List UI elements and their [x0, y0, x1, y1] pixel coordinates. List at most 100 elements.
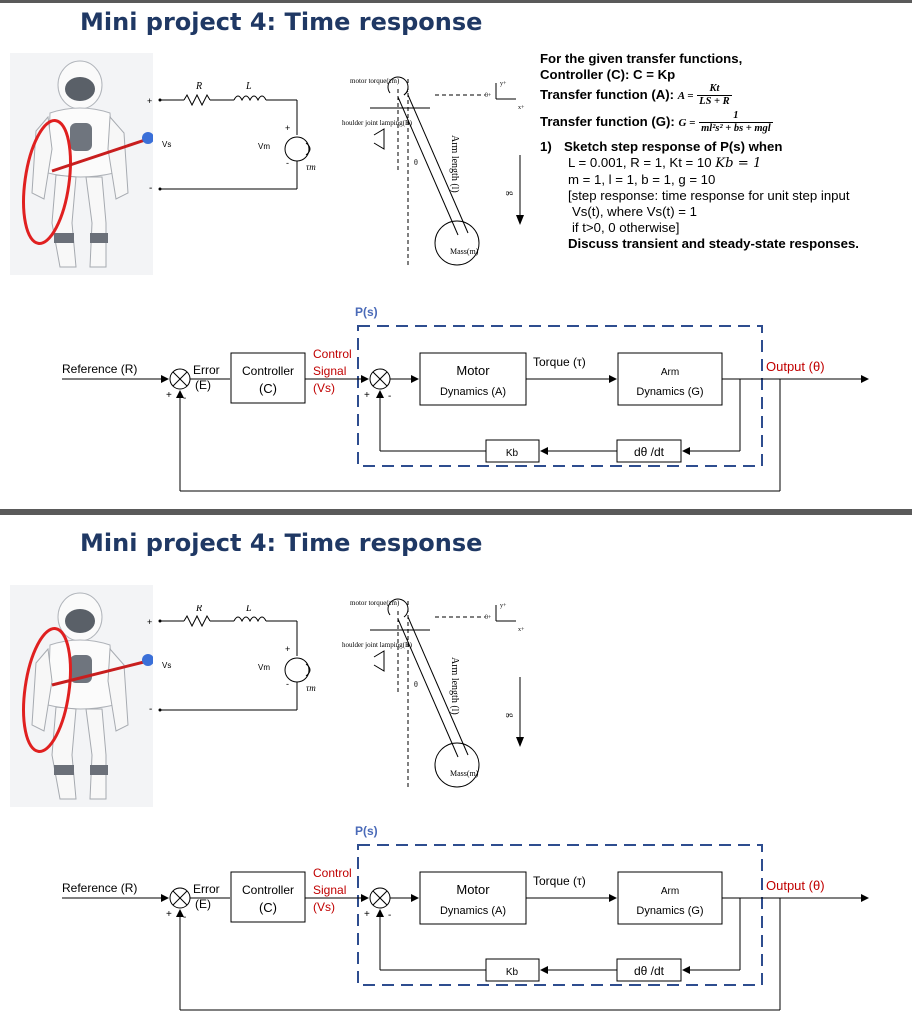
motor-torque-label: motor torque(τm): [350, 599, 400, 607]
controller-label-2: (C): [259, 900, 277, 915]
kb-label: Kb: [506, 448, 519, 459]
arm-length-label: Arm length (l): [449, 135, 460, 193]
output-label: Output (θ): [766, 878, 825, 893]
tf-g-lhs: G =: [678, 116, 696, 129]
theta-plus-label: θ+: [485, 615, 492, 621]
sum1-minus: -: [183, 912, 186, 923]
motor-block: [419, 871, 527, 925]
sum2-plus: +: [364, 390, 370, 401]
minus-sign: -: [149, 183, 152, 194]
tf-a-label: Transfer function (A):: [540, 86, 675, 102]
slide-title: Mini project 4: Time response: [80, 8, 483, 36]
arm-label-2: Dynamics (G): [636, 905, 703, 917]
controller-label: Controller: [242, 883, 294, 897]
problem-statement: For the given transfer functions, Contro…: [540, 51, 910, 252]
kb-label: Kb: [506, 967, 519, 978]
robot-image: [10, 585, 153, 807]
mass-label: Mass(m): [450, 769, 479, 778]
sum2-minus: -: [388, 910, 391, 921]
arm-diagram: motor torque(τm) houlder joint lamping(B…: [342, 76, 525, 266]
tau-m-label: τm: [306, 162, 316, 172]
torque-label: Torque (τ): [533, 874, 586, 888]
vs-label: Vs: [162, 140, 171, 149]
arm-diagram: motor torque(τm) houlder joint lamping(B…: [342, 598, 525, 788]
slide-1: Mini project 4: Time response: [0, 0, 912, 509]
block-diagram: P(s) Reference (R) + - Error (E) Control…: [62, 305, 869, 492]
x-plus-label: x+: [518, 105, 525, 111]
param-line4: Vs(t), where Vs(t) = 1: [572, 204, 697, 219]
plus-sign: +: [147, 96, 152, 106]
y-plus-label: y+: [500, 603, 507, 609]
derivative-label: dθ /dt: [634, 445, 665, 459]
error-label: Error: [193, 882, 220, 896]
question-number: 1): [540, 139, 552, 154]
arm-length-label: Arm length (l): [449, 657, 460, 715]
control-signal-label: Control: [313, 866, 352, 880]
control-signal-label: Control: [313, 347, 352, 361]
arm-block: [617, 352, 723, 406]
controller-label: Controller: [242, 364, 294, 378]
arm-block: [617, 871, 723, 925]
motor-label: Motor: [456, 882, 490, 897]
plus-sign: +: [147, 617, 152, 627]
control-signal-label-2: Signal: [313, 364, 346, 378]
theta-label: θ: [414, 158, 418, 167]
error-label-2: (E): [195, 897, 211, 911]
motor-minus: -: [286, 679, 289, 689]
sum1-plus: +: [166, 390, 172, 401]
tf-g-label: Transfer function (G):: [540, 113, 675, 129]
question-text: Sketch step response of P(s) when: [564, 139, 783, 154]
motor-circuit: R L + - Vs Vm + - τm: [147, 605, 316, 715]
controller-block: [230, 871, 306, 923]
vm-label: Vm: [258, 663, 270, 672]
error-label-2: (E): [195, 378, 211, 392]
torque-label: Torque (τ): [533, 355, 586, 369]
info-line1: For the given transfer functions,: [540, 51, 743, 66]
arm-label: Arm: [661, 367, 679, 378]
motor-label-2: Dynamics (A): [440, 386, 506, 398]
y-plus-label: y+: [500, 81, 507, 87]
param-line6: Discuss transient and steady-state respo…: [568, 236, 859, 251]
inductor-label: L: [245, 605, 252, 614]
plant-dashed-box: [357, 325, 763, 467]
slide-title: Mini project 4: Time response: [80, 529, 483, 557]
motor-plus: +: [285, 644, 290, 654]
ps-label: P(s): [355, 824, 378, 838]
motor-label: Motor: [456, 363, 490, 378]
x-plus-label: x+: [518, 627, 525, 633]
control-signal-label-3: (Vs): [313, 900, 335, 914]
param-line5: if t>0, 0 otherwise]: [572, 220, 680, 235]
output-label: Output (θ): [766, 359, 825, 374]
g-label: g: [506, 191, 516, 196]
sum1-minus: -: [183, 393, 186, 404]
theta-plus-label: θ+: [485, 93, 492, 99]
resistor-label: R: [195, 81, 202, 92]
sum2-minus: -: [388, 391, 391, 402]
mass-label: Mass(m): [450, 247, 479, 256]
tau-m-label: τm: [306, 683, 316, 693]
arm-label-2: Dynamics (G): [636, 386, 703, 398]
robot-image: [10, 53, 153, 275]
shoulder-label: houlder joint lamping(B): [342, 641, 413, 649]
resistor-label: R: [195, 605, 202, 614]
derivative-label: dθ /dt: [634, 964, 665, 978]
arm-label: Arm: [661, 886, 679, 897]
inductor-label: L: [245, 81, 252, 92]
g-label: g: [506, 713, 516, 718]
controller-label-2: (C): [259, 381, 277, 396]
tf-a-lhs: A =: [677, 89, 694, 102]
sum1-plus: +: [166, 909, 172, 920]
block-diagram: P(s) Reference (R) + - Error (E) Control…: [62, 824, 869, 1011]
param-line2: m = 1, l = 1, b = 1, g = 10: [568, 172, 716, 187]
param-line1: L = 0.001, R = 1, Kt = 10 Kb = 1: [568, 155, 762, 171]
reference-label: Reference (R): [62, 881, 137, 895]
control-signal-label-3: (Vs): [313, 381, 335, 395]
motor-label-2: Dynamics (A): [440, 905, 506, 917]
vm-label: Vm: [258, 142, 270, 151]
slide-separator: [0, 509, 912, 515]
slide-2: Mini project 4: Time response: [0, 515, 912, 1024]
control-signal-label-2: Signal: [313, 883, 346, 897]
sum2-plus: +: [364, 909, 370, 920]
